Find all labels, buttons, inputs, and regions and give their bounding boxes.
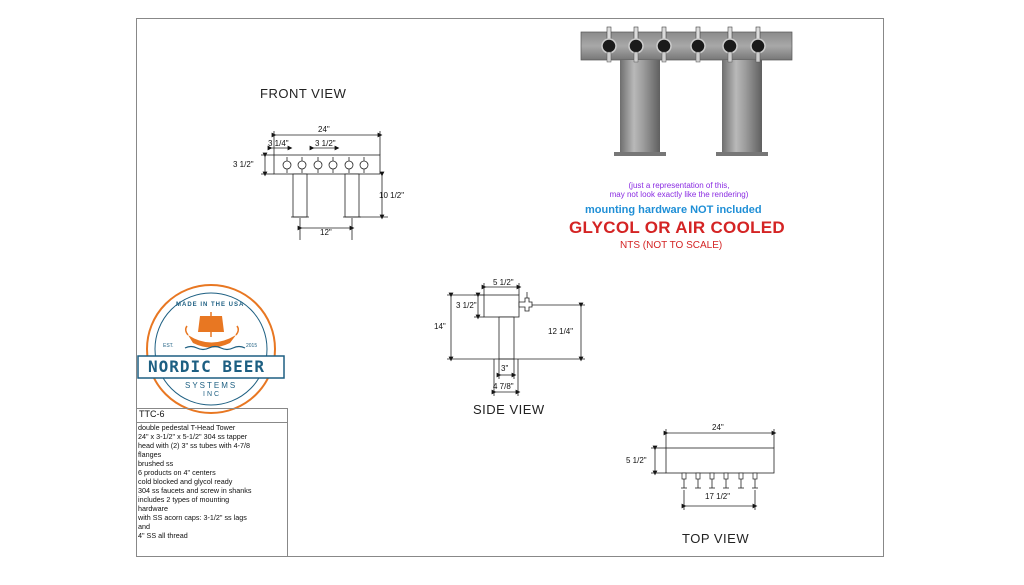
faucet-icon: [709, 472, 715, 489]
side-tube-height-dim: 12 1/4": [548, 327, 574, 336]
disclaimer-line-2: may not look exactly like the rendering): [609, 190, 749, 199]
spec-line: cold blocked and glycol ready: [138, 477, 233, 486]
faucet-icon: [359, 157, 369, 173]
front-width-dim: 24": [318, 125, 330, 134]
faucet-icon: [328, 157, 338, 173]
spec-line: 304 ss faucets and screw in shanks: [138, 486, 252, 495]
front-first-spacing-dim: 3 1/4": [268, 139, 289, 148]
logo-name: NORDIC BEER: [148, 357, 265, 376]
spec-line: and: [138, 522, 150, 531]
spec-line: with SS acorn caps: 3-1/2" ss lags: [138, 513, 247, 522]
top-faucet-span-dim: 17 1/2": [705, 492, 731, 501]
spec-line: 6 products on 4" centers: [138, 468, 216, 477]
side-head-height-dim: 3 1/2": [456, 301, 477, 310]
faucet-icon: [282, 157, 292, 173]
front-view-title: FRONT VIEW: [260, 86, 347, 101]
front-spacing-dim: 3 1/2": [315, 139, 336, 148]
faucet-icon: [722, 26, 738, 63]
spec-line: brushed ss: [138, 459, 174, 468]
spec-line: 24" x 3-1/2" x 5-1/2" 304 ss tapper: [138, 432, 248, 441]
nordic-beer-logo: [137, 284, 285, 414]
logo-est-left: EST.: [163, 343, 174, 349]
side-total-height-dim: 14": [434, 322, 446, 331]
disclaimer-line-1: (just a representation of this,: [628, 181, 730, 190]
faucet-icon: [723, 472, 729, 489]
spec-line: head with (2) 3" ss tubes with 4-7/8: [138, 441, 251, 450]
faucet-icon: [656, 26, 672, 63]
faucet-icon: [752, 472, 758, 489]
faucet-icon: [601, 26, 617, 63]
logo-systems: SYSTEMS: [185, 381, 238, 390]
faucet-icon: [344, 157, 354, 173]
spec-line: double pedestal T-Head Tower: [138, 423, 236, 432]
front-view-drawing: [261, 131, 388, 240]
side-tube-diameter-dim: 3": [501, 364, 509, 373]
rendered-faucets: [601, 26, 766, 63]
cooling-note: GLYCOL OR AIR COOLED: [569, 218, 786, 237]
front-head-height-dim: 3 1/2": [233, 160, 254, 169]
logo-made-in-usa: MADE IN THE USA: [176, 302, 245, 308]
side-view-title: SIDE VIEW: [473, 402, 545, 417]
top-width-dim: 24": [712, 423, 724, 432]
drawing-sheet-border: [136, 18, 884, 557]
faucet-icon: [297, 157, 307, 173]
spec-line: hardware: [138, 504, 168, 513]
viking-ship-icon: [184, 312, 246, 351]
spec-line: includes 2 types of mounting: [138, 495, 230, 504]
logo-inc: INC: [203, 391, 222, 398]
side-flange-dim: 4 7/8": [493, 382, 514, 391]
faucet-icon: [681, 472, 687, 489]
faucet-icon: [690, 26, 706, 63]
front-view-faucets: [282, 157, 369, 173]
front-tube-centers-dim: 12": [320, 228, 332, 237]
mounting-note: mounting hardware NOT included: [585, 204, 762, 216]
top-view-title: TOP VIEW: [682, 531, 750, 546]
faucet-icon: [313, 157, 323, 173]
tower-rendering: [580, 26, 793, 156]
front-tube-height-dim: 10 1/2": [379, 191, 405, 200]
top-depth-dim: 5 1/2": [626, 456, 647, 465]
faucet-icon: [695, 472, 701, 489]
product-code: TTC-6: [137, 409, 287, 423]
faucet-icon: [738, 472, 744, 489]
spec-line: 4" SS all thread: [138, 531, 188, 540]
side-depth-dim: 5 1/2": [493, 278, 514, 287]
scale-note: NTS (NOT TO SCALE): [620, 240, 723, 251]
logo-est-right: 2015: [246, 343, 258, 349]
top-view-drawing: [651, 429, 777, 510]
faucet-icon: [750, 26, 766, 63]
spec-line: flanges: [138, 450, 162, 459]
side-view-drawing: [447, 283, 585, 396]
faucet-icon: [628, 26, 644, 63]
top-view-faucets: [681, 472, 758, 489]
